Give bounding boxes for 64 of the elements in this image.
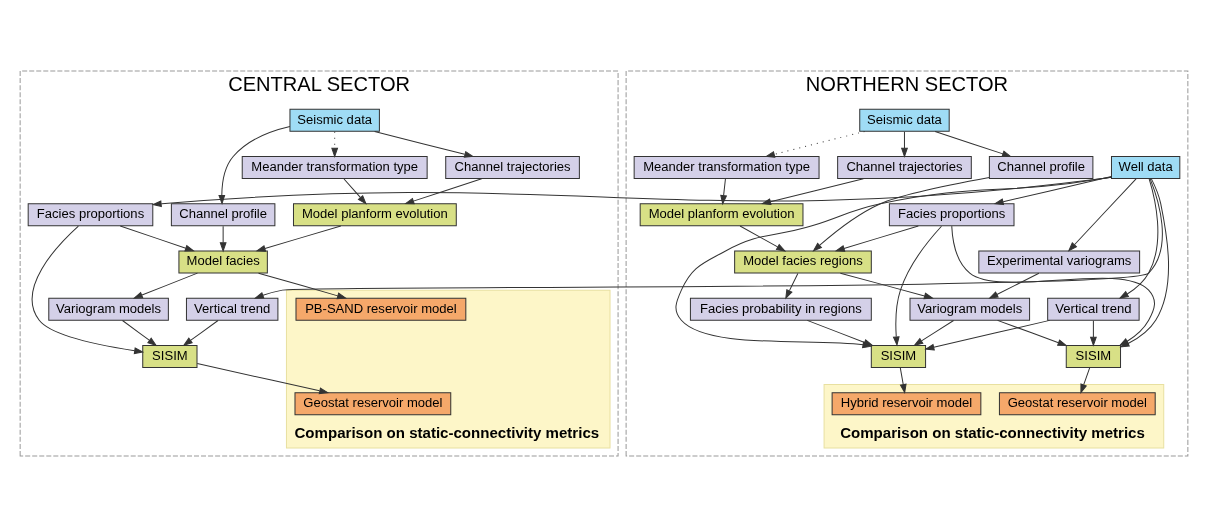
arrow bbox=[196, 362, 329, 394]
arrow bbox=[256, 224, 342, 252]
node-box: Channel trajectories bbox=[837, 155, 972, 179]
node-box: Geostat reservoir model bbox=[294, 391, 452, 415]
arrow bbox=[119, 224, 194, 251]
node-box: Variogram models bbox=[909, 297, 1031, 321]
node-box: Model planform evolution bbox=[293, 202, 457, 226]
arrow bbox=[739, 225, 786, 251]
arrow bbox=[219, 225, 227, 251]
node-box: Vertical trend bbox=[1047, 297, 1140, 321]
node-box: Channel profile bbox=[170, 202, 276, 226]
node-box: SISIM bbox=[1065, 344, 1122, 368]
node-box: Seismic data bbox=[859, 108, 950, 132]
node-box: Facies proportions bbox=[888, 202, 1015, 226]
node-box: Channel trajectories bbox=[445, 155, 580, 179]
arrow bbox=[1119, 177, 1159, 299]
node-box: Well data bbox=[1111, 155, 1181, 179]
arrow bbox=[405, 177, 483, 204]
arrow bbox=[813, 176, 990, 251]
arrow bbox=[785, 272, 799, 299]
arrow bbox=[1068, 177, 1137, 251]
node-box: Facies proportions bbox=[27, 202, 154, 226]
arrow bbox=[925, 319, 1051, 350]
node-box: Experimental variograms bbox=[978, 249, 1141, 274]
arrow bbox=[218, 125, 291, 204]
arrow bbox=[762, 177, 864, 205]
node-box: Model facies regions bbox=[734, 249, 872, 274]
arrow bbox=[1090, 319, 1097, 346]
node-box: PB-SAND reservoir model bbox=[295, 297, 467, 321]
arrow bbox=[899, 366, 907, 393]
node-box: Meander transformation type bbox=[241, 155, 428, 179]
arrow bbox=[835, 224, 919, 252]
arrow bbox=[343, 178, 367, 204]
node-box: Facies probability in regions bbox=[689, 297, 872, 321]
node-box: Vertical trend bbox=[185, 297, 279, 321]
arrow bbox=[122, 319, 157, 346]
arrow bbox=[133, 272, 198, 299]
node-box: Seismic data bbox=[289, 108, 380, 132]
arrow bbox=[720, 178, 727, 204]
arrow bbox=[914, 319, 955, 346]
node-box: Model planform evolution bbox=[639, 202, 804, 226]
node-box: Variogram models bbox=[48, 297, 169, 321]
arrow bbox=[839, 272, 933, 299]
arrow bbox=[254, 177, 1163, 299]
arrow bbox=[152, 176, 1112, 207]
arrow bbox=[934, 130, 1012, 157]
arrow bbox=[258, 272, 347, 299]
arrow bbox=[374, 130, 474, 158]
arrow bbox=[994, 175, 1112, 205]
arrow bbox=[893, 225, 942, 345]
node-box: Model facies bbox=[178, 249, 268, 274]
arrow bbox=[765, 130, 866, 158]
arrow bbox=[31, 225, 144, 354]
node-box: Channel profile bbox=[988, 155, 1094, 179]
arrow bbox=[1080, 366, 1091, 393]
node-box: Hybrid reservoir model bbox=[831, 391, 982, 415]
arrow bbox=[989, 272, 1040, 299]
node-box: SISIM bbox=[870, 344, 927, 368]
arrow bbox=[997, 319, 1067, 346]
arrow bbox=[901, 130, 908, 157]
node-box: Meander transformation type bbox=[633, 155, 820, 179]
arrow bbox=[183, 319, 219, 346]
node-box: Geostat reservoir model bbox=[998, 391, 1156, 415]
node-box: SISIM bbox=[142, 344, 198, 368]
